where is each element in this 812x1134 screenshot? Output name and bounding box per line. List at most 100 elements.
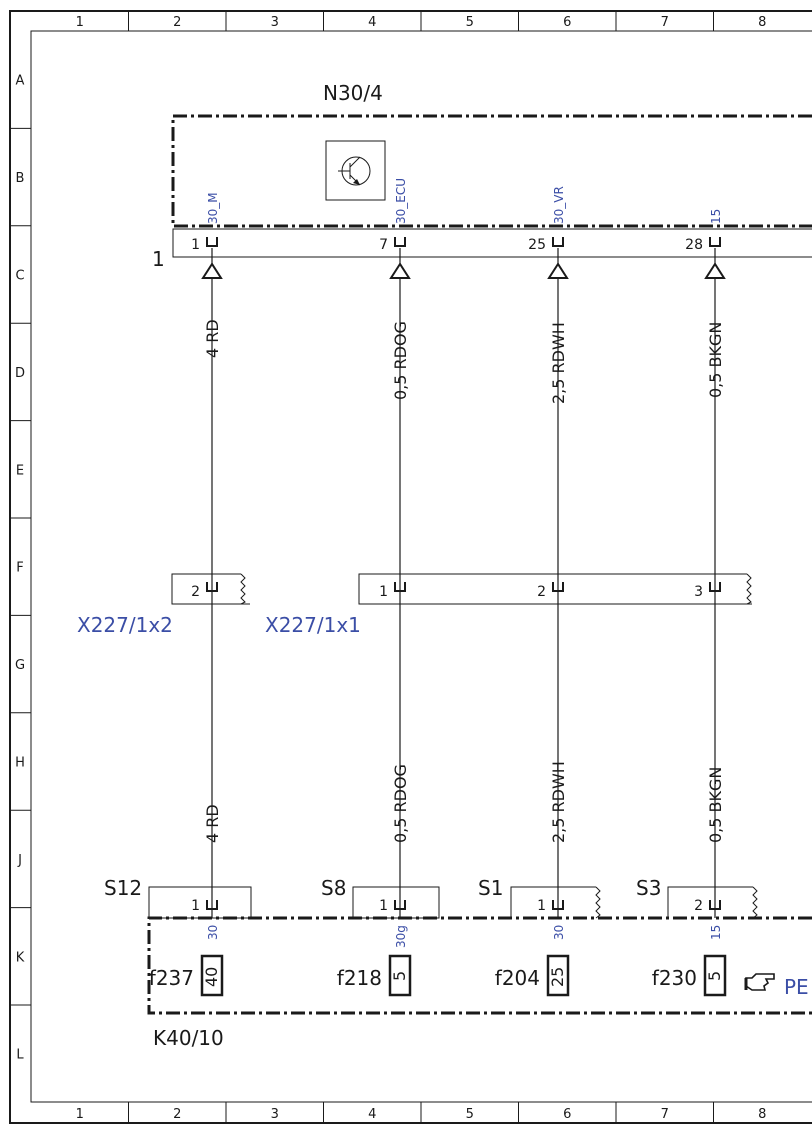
- grid-row-label: F: [16, 561, 23, 576]
- bottom-pin-number: 1: [537, 898, 546, 914]
- bottom-module-label: K40/10: [153, 1026, 224, 1050]
- fuse-rating: 5: [390, 971, 409, 981]
- outer-frame: [9, 10, 812, 1124]
- fuse-rating: 5: [705, 971, 724, 981]
- grid-column-label: 7: [661, 15, 669, 30]
- splice-s3-break: [752, 886, 758, 919]
- pin-terminal: [552, 582, 564, 592]
- grid-row-label: J: [17, 853, 22, 868]
- pointing-hand-icon: [744, 973, 775, 991]
- bottom-pin-number: 1: [191, 898, 200, 914]
- pin-terminal: [206, 237, 218, 247]
- upper-wire-label: 0,5 BKGN: [706, 322, 725, 398]
- grid-column-label: 6: [563, 15, 571, 30]
- grid-column-label: 4: [368, 1107, 376, 1122]
- fuse-box: [546, 954, 570, 997]
- splice-s1-housing: [510, 886, 596, 918]
- wire-circuit: 30_M 1 4 RD 2 4 RD S12 1 30 40 f237: [104, 192, 224, 997]
- transistor-icon: [325, 140, 386, 201]
- grid-row-label: D: [15, 366, 25, 381]
- pin-terminal: [206, 582, 218, 592]
- wire-circuit: 30_VR 25 2,5 RDWH 2 2,5 RDWH S1 1 30 25 …: [478, 186, 570, 997]
- top-pin-number: 25: [528, 237, 546, 253]
- fuse-box: [200, 954, 224, 997]
- top-pin-number: 1: [191, 237, 200, 253]
- top-module-outline: [171, 114, 812, 228]
- splice-s12-housing: [148, 886, 252, 919]
- fuse-rating: 25: [548, 967, 567, 987]
- wire-arrow: [704, 262, 726, 279]
- pin-terminal: [709, 237, 721, 247]
- mid-pin-number: 1: [379, 584, 388, 600]
- bottom-pin-number: 2: [694, 898, 703, 914]
- top-pin-number: 7: [379, 237, 388, 253]
- bottom-signal-label: 30: [206, 925, 220, 940]
- grid-column-label: 2: [173, 1107, 181, 1122]
- grid-column-label: 3: [271, 1107, 279, 1122]
- lower-wire-label: 2,5 RDWH: [549, 761, 568, 843]
- wire-arrow: [547, 262, 569, 279]
- wire-circuit: 30_ECU 7 0,5 RDOG 1 0,5 RDOG S8 1 30g 5 …: [321, 178, 412, 997]
- pin-terminal: [552, 237, 564, 247]
- grid-column-label: 8: [758, 15, 766, 30]
- connector-x227-1x1-break: [746, 573, 752, 605]
- upper-wire-label: 2,5 RDWH: [549, 322, 568, 404]
- splice-s3-housing: [667, 886, 753, 918]
- wire-arrow: [389, 262, 411, 279]
- pin-terminal: [394, 237, 406, 247]
- grid-column-label: 4: [368, 15, 376, 30]
- fuse-label: f230: [652, 966, 697, 990]
- mid-pin-number: 2: [191, 584, 200, 600]
- grid-column-label: 7: [661, 1107, 669, 1122]
- grid-row-label: L: [16, 1048, 24, 1063]
- lower-wire-label: 4 RD: [203, 804, 222, 843]
- splice-label: S8: [321, 876, 346, 900]
- wire-circuit: 15 28 0,5 BKGN 3 0,5 BKGN S3 2 15 5 f230: [636, 209, 727, 997]
- pin-terminal: [394, 900, 406, 910]
- grid-row-label: A: [16, 74, 25, 89]
- top-signal-label: 30_M: [206, 192, 220, 224]
- grid-column-label: 3: [271, 15, 279, 30]
- grid-column-label: 5: [466, 15, 474, 30]
- connector-x227-1x2-break: [240, 573, 246, 605]
- pin-terminal: [394, 582, 406, 592]
- grid-column-label: 5: [466, 1107, 474, 1122]
- inner-frame: [30, 30, 812, 1103]
- grid-column-label: 1: [76, 15, 84, 30]
- fuse-rating: 40: [202, 967, 221, 987]
- splice-s1-break: [595, 886, 601, 919]
- fuse-label: f237: [149, 966, 194, 990]
- upper-wire-label: 0,5 RDOG: [391, 321, 410, 400]
- splice-label: S12: [104, 876, 142, 900]
- bottom-module-outline: [147, 916, 812, 1015]
- grid-row-label: C: [15, 269, 24, 284]
- bottom-pin-number: 1: [379, 898, 388, 914]
- grid-row-label: E: [16, 463, 24, 478]
- pin-terminal: [552, 900, 564, 910]
- top-pin-number: 28: [685, 237, 703, 253]
- bottom-signal-label: 15: [709, 925, 723, 940]
- top-signal-label: 30_ECU: [394, 178, 408, 224]
- pin-terminal: [709, 582, 721, 592]
- bottom-signal-label: 30g: [394, 925, 408, 948]
- connector-x227-1x2-label: X227/1x2: [77, 613, 173, 637]
- splice-label: S1: [478, 876, 503, 900]
- grid-row-label: H: [15, 756, 25, 771]
- lower-wire-label: 0,5 BKGN: [706, 767, 725, 843]
- grid-row-label: G: [15, 658, 25, 673]
- grid-column-label: 1: [76, 1107, 84, 1122]
- grid-column-label: 2: [173, 15, 181, 30]
- mid-pin-number: 3: [694, 584, 703, 600]
- upper-wire-label: 4 RD: [203, 319, 222, 358]
- grid-column-label: 8: [758, 1107, 766, 1122]
- splice-label: S3: [636, 876, 661, 900]
- fuse-label: f204: [495, 966, 540, 990]
- bottom-signal-label: 30: [552, 925, 566, 940]
- connector-x227-1x1-housing: [358, 573, 752, 605]
- pin-terminal: [206, 900, 218, 910]
- top-signal-label: 30_VR: [552, 186, 566, 224]
- connector-x227-1x1-label: X227/1x1: [265, 613, 361, 637]
- top-connector-label: 1: [152, 247, 165, 271]
- grid-row-label: B: [16, 171, 25, 186]
